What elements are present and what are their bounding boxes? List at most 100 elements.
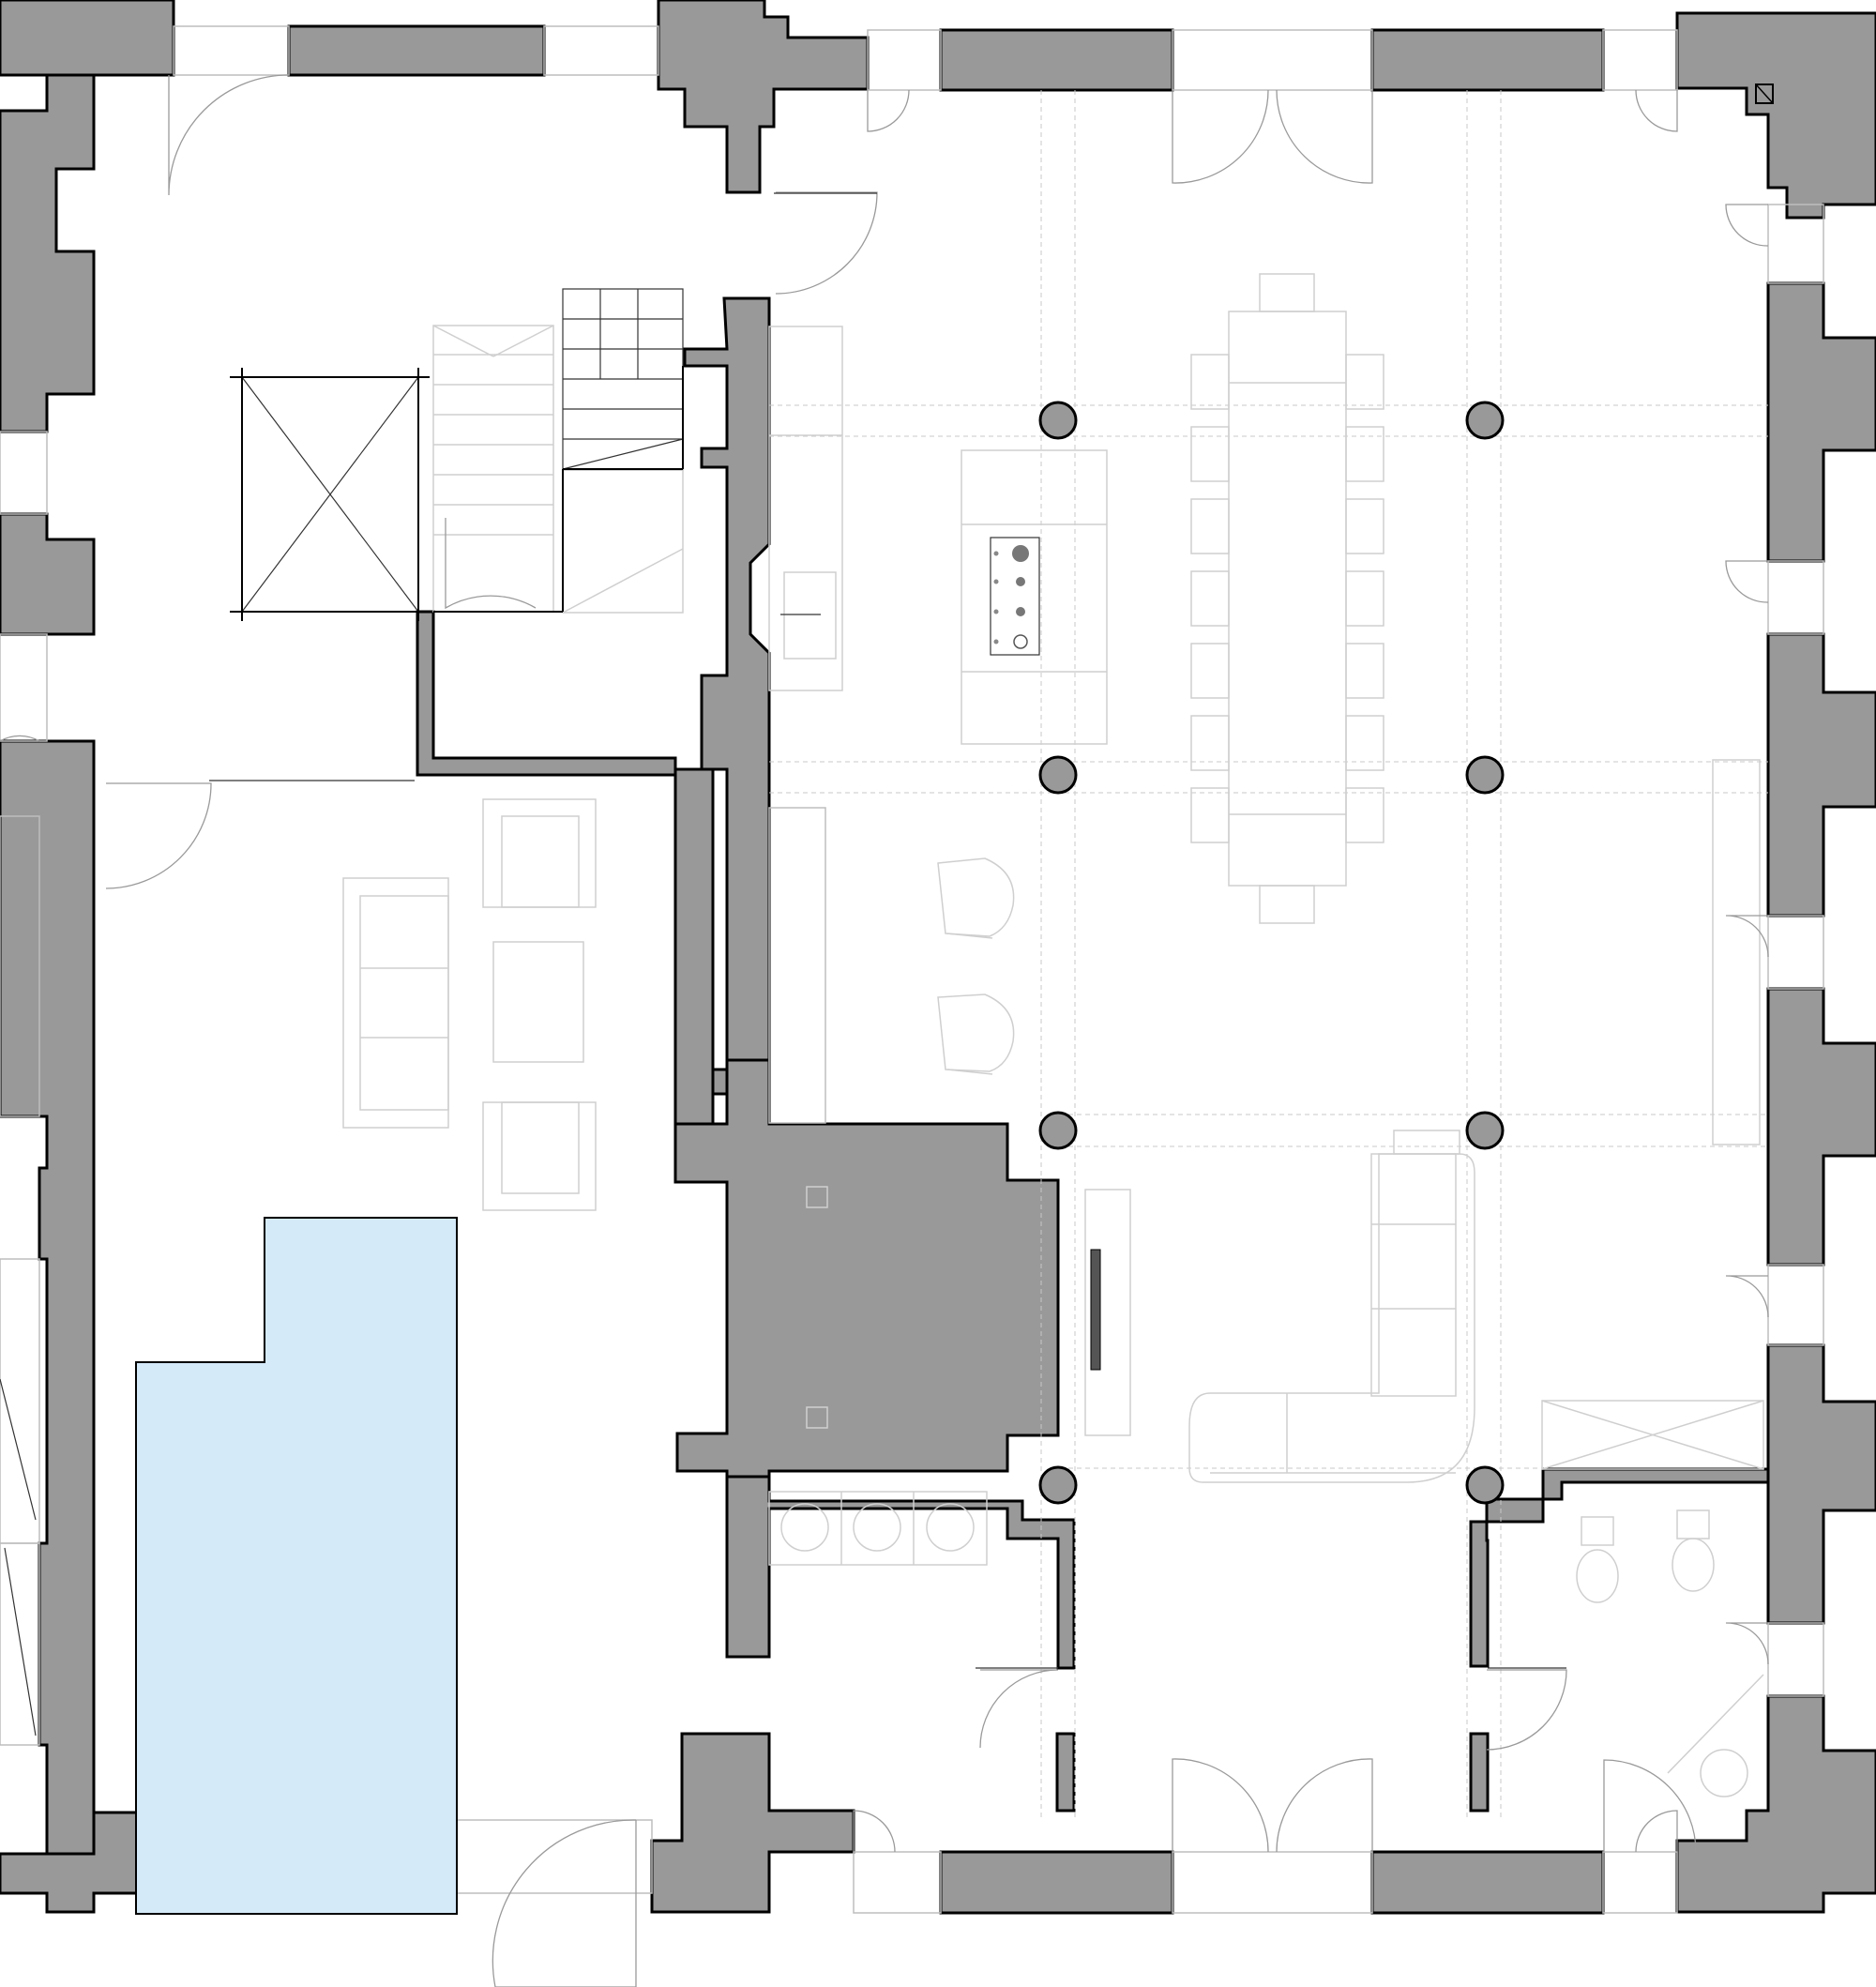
- dining-table-icon: [1190, 273, 1384, 924]
- structural-column-icon: [1038, 1111, 1078, 1150]
- door-top-french-right: [1276, 89, 1373, 184]
- window-top-2: [543, 25, 659, 76]
- window-top-3: [867, 29, 942, 91]
- left-window-3: [0, 1542, 40, 1746]
- window-bottom-4: [1602, 1851, 1678, 1914]
- window-top-1: [173, 25, 290, 76]
- pool-icon: [135, 1217, 458, 1915]
- window-right-4: [1767, 1264, 1824, 1346]
- left-window-diag: [0, 1378, 37, 1521]
- structural-column-icon: [1465, 755, 1505, 795]
- door-entrance-top: [775, 191, 878, 295]
- armchair-icon: [482, 798, 597, 1211]
- door-top-left: [168, 74, 290, 196]
- window-top-5: [1602, 29, 1678, 91]
- kitchen-counter-lower: [768, 807, 826, 1124]
- door-bottom-french-right: [1276, 1758, 1373, 1853]
- door-top-window-right: [1635, 89, 1678, 132]
- wall-right-pier-2: [1766, 632, 1876, 918]
- window-bottom-3: [1172, 1851, 1373, 1914]
- wall-right-pier-5: [1675, 1694, 1876, 1914]
- wall-stair-enclosure: [416, 610, 677, 777]
- door-bottom-right: [1603, 1759, 1697, 1853]
- wall-bottom-spine-stub: [1055, 1732, 1076, 1813]
- structural-column-icon: [1038, 401, 1078, 440]
- shower-icon: [1667, 1674, 1764, 1797]
- wall-right-pier-3: [1766, 987, 1876, 1267]
- structural-column-icon: [1465, 401, 1505, 440]
- window-right-2: [1767, 560, 1824, 635]
- window-right-5: [1767, 1622, 1824, 1697]
- wall-top-left-pier: [0, 0, 175, 77]
- wall-top-right-corner: [1675, 11, 1876, 220]
- tv-icon: [1090, 1249, 1101, 1371]
- lift-shaft-icon: [230, 368, 430, 621]
- door-top-window-left: [867, 89, 910, 132]
- kitchen-island-icon: [961, 449, 1108, 745]
- window-bottom-2: [853, 1851, 942, 1914]
- door-bathroom: [1486, 1669, 1567, 1751]
- storage-cabinet: [1541, 1400, 1764, 1470]
- door-stair: [445, 518, 537, 610]
- exterior-walls: [0, 0, 1876, 1915]
- wall-bottom-bath-stub: [1469, 1732, 1490, 1813]
- wall-top-panel-3: [1370, 28, 1605, 92]
- sofa-icon: [342, 877, 449, 1129]
- door-right-1: [1725, 204, 1769, 247]
- wall-top-middle-pier: [657, 0, 870, 194]
- left-window-1: [0, 815, 40, 1117]
- door-right-2: [1725, 560, 1769, 603]
- structural-grid: [769, 90, 1768, 1820]
- wall-left-lower: [0, 739, 96, 1856]
- window-left-2: [0, 633, 48, 742]
- door-top-french-left: [1172, 89, 1269, 184]
- structural-column-icon: [1465, 1111, 1505, 1150]
- wall-cabinet: [1712, 759, 1761, 1145]
- washing-machine-icon: [768, 1491, 988, 1566]
- wall-right-pier-4: [1766, 1343, 1876, 1625]
- tv-console: [1084, 1189, 1131, 1436]
- kitchen-sink: [783, 571, 837, 660]
- door-bottom-exit: [492, 1819, 637, 1987]
- socket-icon: [806, 1406, 828, 1429]
- armchair-icon: [937, 857, 1015, 1075]
- left-window-diag-2: [4, 1547, 37, 1737]
- vent-icon: [1755, 83, 1774, 104]
- structural-column-icon: [1038, 755, 1078, 795]
- wall-spine-cross-2: [725, 1475, 1076, 1670]
- wall-left-pier-1: [0, 512, 96, 636]
- socket-icon: [806, 1186, 828, 1208]
- kitchen-counter: [768, 326, 843, 691]
- wall-bottom-panel-3: [1370, 1850, 1605, 1915]
- wall-top-panel-2: [939, 28, 1174, 92]
- door-bottom-french-left: [1172, 1758, 1269, 1853]
- wall-spine-mid: [673, 767, 715, 1146]
- structural-column-icon: [1038, 1465, 1078, 1505]
- door-right-3: [1725, 915, 1769, 958]
- doors: [0, 74, 1769, 1987]
- door-left-window: [0, 735, 40, 742]
- coffee-table-icon: [492, 941, 584, 1063]
- wall-bathroom: [1469, 1467, 1770, 1668]
- corner-sofa-icon: [1188, 1130, 1475, 1483]
- structural-column-icon: [1465, 1465, 1505, 1505]
- door-utility: [979, 1669, 1059, 1749]
- staircase-icon: [432, 288, 684, 614]
- door-bottom-window-left: [853, 1810, 896, 1853]
- wall-bottom-middle-pier: [650, 1732, 855, 1914]
- door-right-4: [1725, 1275, 1769, 1318]
- cooktop-icon: [990, 537, 1040, 656]
- interior-walls: [416, 296, 1770, 1813]
- wall-top-panel-1: [287, 24, 546, 77]
- door-right-5: [1725, 1622, 1769, 1665]
- door-bottom-window-right: [1635, 1810, 1678, 1853]
- wall-right-pier-1: [1766, 281, 1876, 563]
- kitchen: [768, 326, 1108, 1124]
- wall-spine-upper: [683, 296, 771, 1158]
- window-left-top: [0, 431, 48, 515]
- columns: [1038, 401, 1505, 1505]
- window-top-4: [1172, 29, 1373, 91]
- wall-bottom-panel-2: [939, 1850, 1174, 1915]
- bidet-icon: [1672, 1509, 1715, 1592]
